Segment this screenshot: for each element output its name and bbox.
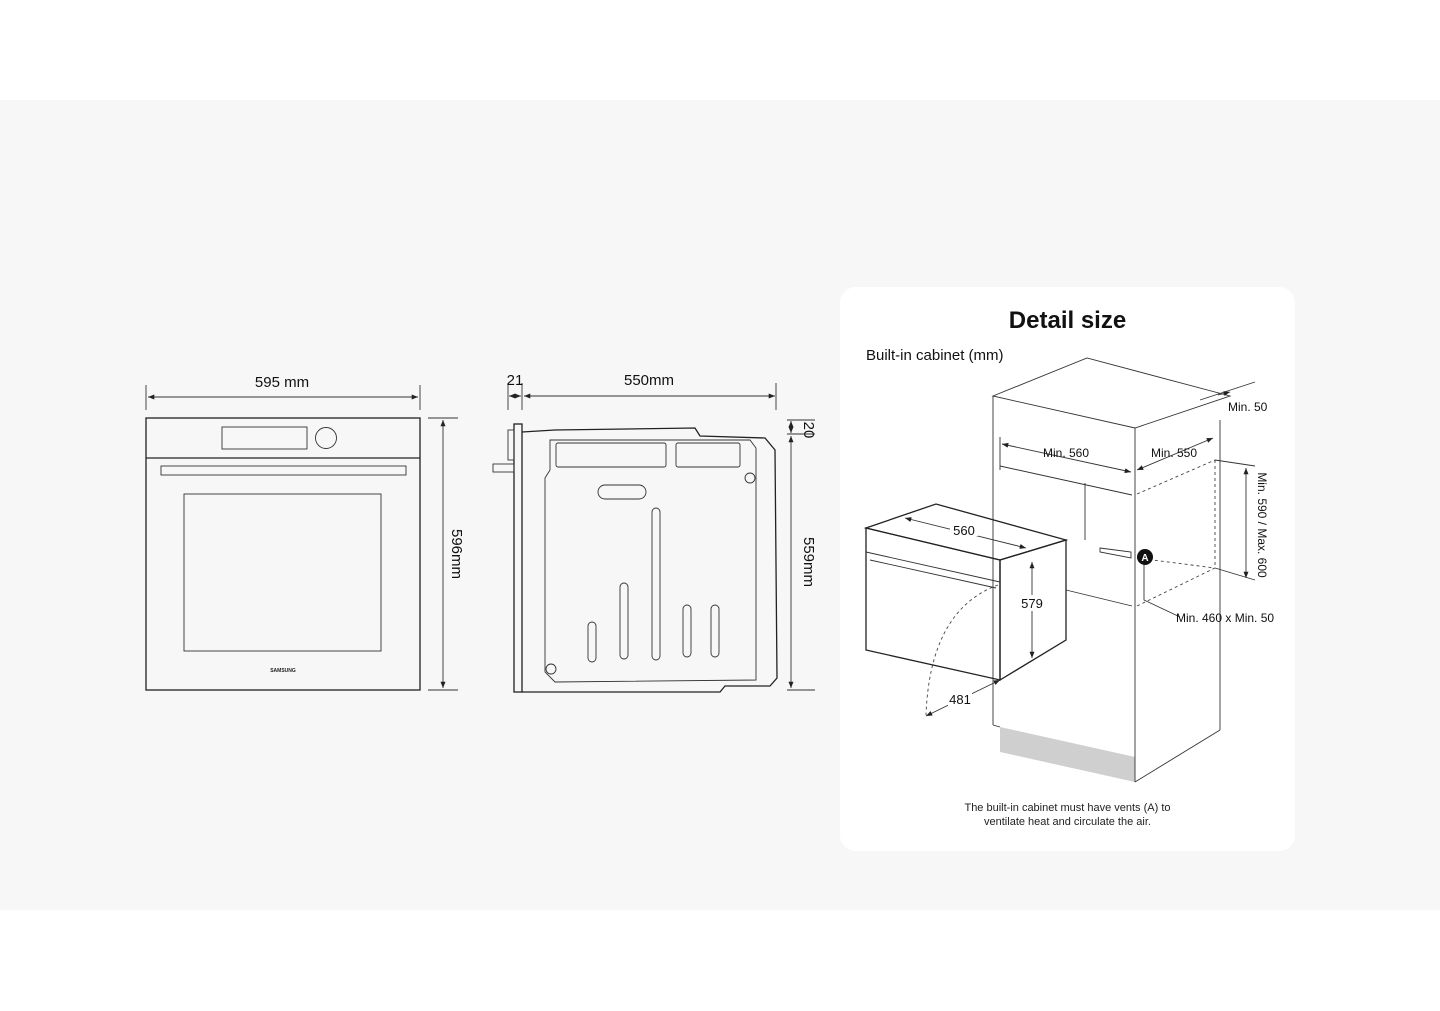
oven-front-view: 595 mm SAMSUNG 596mm [145,374,465,691]
door-open-481-label: 481 [949,692,971,707]
ventilation-note: The built-in cabinet must have vents (A)… [840,801,1295,829]
samsung-logo: SAMSUNG [270,668,296,674]
oven-height-579-label: 579 [1021,596,1043,611]
min-560-label: Min. 560 [1043,446,1089,460]
oven-side-view: 21 550mm 20 559mm [492,372,817,693]
door-thickness-label: 21 [507,372,524,389]
side-height-label: 559mm [800,537,817,587]
top-gap-label: 20 [800,422,817,439]
min-590-max-600-label: Min. 590 / Max. 600 [1255,472,1269,578]
detail-subtitle: Built-in cabinet (mm) [866,347,1004,364]
vent-size-label: Min. 460 x Min. 50 [1176,611,1274,625]
front-width-label: 595 mm [255,374,309,391]
detail-title: Detail size [1008,307,1127,334]
cabinet-plinth [1000,727,1135,782]
min-550-label: Min. 550 [1151,446,1197,460]
vent-a-label: A [1141,553,1148,564]
vent-a-marker [1137,549,1153,565]
front-height-label: 596mm [448,529,465,579]
note-line-2: ventilate heat and circulate the air. [984,816,1151,828]
vent-slots [555,442,741,468]
depth-label: 550mm [624,372,674,389]
built-in-cabinet-diagram: Min. 560 Min. 550 Min. 50 Min. 590 / Max… [863,357,1274,783]
min-50-label: Min. 50 [1228,400,1268,414]
note-line-1: The built-in cabinet must have vents (A)… [964,802,1171,814]
oven-width-560-label: 560 [953,523,975,538]
